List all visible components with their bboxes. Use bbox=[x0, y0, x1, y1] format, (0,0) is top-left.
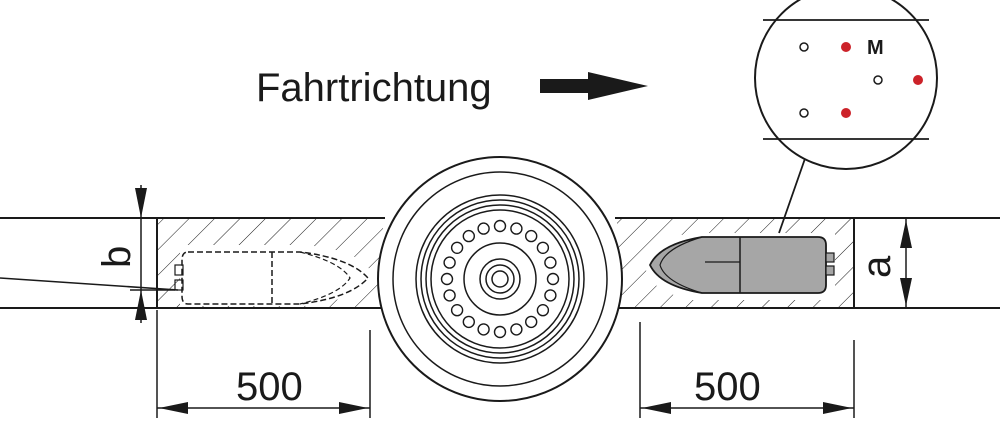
bolt-hole bbox=[493, 325, 507, 339]
dimension-500-right: 500 bbox=[639, 322, 855, 418]
bolt-hole bbox=[493, 219, 507, 233]
bolt-hole bbox=[544, 289, 557, 302]
bolt-hole bbox=[440, 272, 454, 286]
marker-red-dot bbox=[913, 75, 923, 85]
left-sensor-outline bbox=[174, 251, 370, 305]
marker-open-dot bbox=[799, 108, 809, 118]
dimension-label-left: 500 bbox=[236, 365, 303, 409]
bolt-hole bbox=[443, 289, 456, 302]
dimension-a: a bbox=[855, 218, 912, 308]
detail-callout: M bbox=[754, 0, 938, 234]
bolt-hole bbox=[546, 272, 560, 286]
bolt-hole bbox=[450, 241, 464, 255]
wheel bbox=[377, 156, 623, 402]
bolt-hole bbox=[450, 304, 464, 317]
direction-arrow-icon bbox=[540, 72, 648, 100]
bolt-hole bbox=[536, 241, 550, 255]
dimension-b: b bbox=[0, 185, 179, 323]
bolt-hole bbox=[443, 256, 456, 269]
dimension-label-right: 500 bbox=[694, 365, 761, 409]
marker-red-dot bbox=[841, 42, 851, 52]
bolt-hole bbox=[525, 229, 538, 243]
bolt-hole bbox=[536, 304, 550, 317]
marker-open-dot bbox=[873, 75, 883, 85]
bolt-hole bbox=[544, 256, 557, 269]
bolt-hole bbox=[477, 323, 490, 336]
bolt-hole bbox=[510, 222, 523, 235]
bolt-hole bbox=[510, 323, 523, 336]
dimension-500-left: 500 bbox=[156, 310, 371, 418]
bolt-hole bbox=[525, 315, 538, 329]
bolt-hole bbox=[462, 229, 475, 243]
marker-red-dot bbox=[841, 108, 851, 118]
marker-label: M bbox=[867, 37, 884, 59]
wheel-bolt-holes bbox=[440, 219, 560, 339]
direction-label: Fahrtrichtung bbox=[256, 66, 492, 110]
right-sensor bbox=[649, 236, 835, 294]
bolt-hole bbox=[477, 222, 490, 235]
marker-open-dot bbox=[799, 42, 809, 52]
bolt-hole bbox=[462, 315, 475, 329]
depth-label-a: a bbox=[855, 255, 899, 278]
depth-label-b: b bbox=[95, 246, 139, 268]
